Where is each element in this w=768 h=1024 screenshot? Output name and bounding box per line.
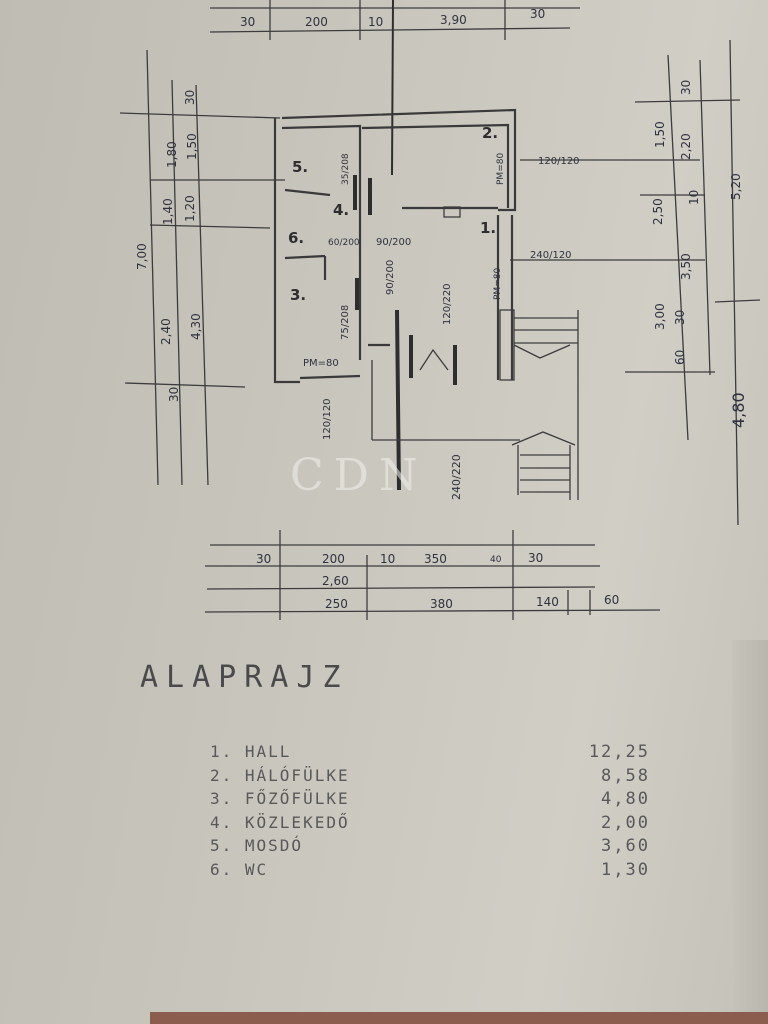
dimension-label: 30	[679, 80, 693, 95]
dimension-label: 350	[424, 552, 447, 566]
room-area: 3,60	[601, 836, 650, 856]
dimension-label: 3,50	[679, 253, 693, 280]
dimension-label: 1,80	[165, 141, 179, 168]
room-number: 4.	[333, 201, 349, 219]
dimension-label: 5,20	[729, 173, 743, 200]
dimension-label: 30	[183, 90, 197, 105]
dimension-label: 10	[368, 15, 383, 29]
dimension-label: 2,40	[159, 318, 173, 345]
plan-title: ALAPRAJZ	[140, 660, 349, 695]
room-name: 4. KÖZLEKEDŐ	[210, 812, 350, 832]
dimension-label: 7,00	[135, 243, 149, 270]
dimension-label: 30	[256, 552, 271, 566]
dimension-label: 380	[430, 597, 453, 611]
room-number: 2.	[482, 124, 498, 142]
terrace-stairs	[511, 310, 579, 500]
dimension-label: 2,20	[679, 133, 693, 160]
room-legend: 1. HALL 12,25 2. HÁLÓFÜLKE 8,58 3. FŐZŐFÜL…	[210, 742, 650, 883]
dimension-label: 60	[673, 350, 687, 365]
dimension-label: 10	[687, 190, 701, 205]
watermark-logo: CDN	[290, 450, 428, 501]
room-number: 1.	[480, 219, 496, 237]
legend-row: 6. WC 1,30	[210, 860, 650, 884]
dimension-label: 200	[322, 552, 345, 566]
dimension-label: 10	[380, 552, 395, 566]
room-area: 2,00	[601, 812, 650, 833]
opening-label: 60/200	[328, 238, 360, 248]
room-number: 5.	[292, 158, 308, 176]
dimension-label: 40	[490, 555, 502, 565]
opening-label: 120/120	[538, 156, 580, 167]
dimension-label: 3,00	[653, 303, 667, 330]
opening-label: 240/220	[450, 454, 463, 500]
dimension-label: 200	[305, 15, 328, 29]
legend-row: 5. MOSDÓ 3,60	[210, 836, 650, 860]
dimension-label: 140	[536, 595, 559, 609]
opening-label: 75/208	[340, 305, 351, 340]
dimension-label: 1,20	[183, 195, 197, 222]
dimension-label: 3,90	[440, 13, 467, 27]
opening-label: 35/208	[341, 153, 351, 185]
opening-label: 90/200	[385, 260, 396, 295]
opening-labels: 120/120 240/120 90/200 60/200 90/200 120…	[303, 153, 580, 500]
opening-label: PM=80	[303, 358, 339, 369]
room-number: 3.	[290, 286, 306, 304]
walls	[273, 108, 520, 491]
dimension-label: 250	[325, 597, 348, 611]
legend-row: 1. HALL 12,25	[210, 742, 650, 766]
opening-label: 240/120	[530, 250, 572, 261]
paper-edge	[732, 640, 768, 1020]
dimension-label: 30	[240, 15, 255, 29]
dimension-label: 30	[530, 7, 545, 21]
dimension-label: 1,40	[161, 198, 175, 225]
opening-label: 120/120	[322, 398, 333, 440]
dimension-label: 1,50	[653, 121, 667, 148]
bottom-edge-strip	[150, 1012, 768, 1024]
legend-row: 3. FŐZŐFÜLKE 4,80	[210, 789, 650, 813]
dimension-label: 4,80	[729, 392, 748, 428]
room-name: 6. WC	[210, 859, 269, 879]
dimension-label: 4,30	[189, 313, 203, 340]
dimension-label: 1,50	[185, 133, 199, 160]
opening-label: 120/220	[442, 283, 453, 325]
room-area: 1,30	[601, 859, 650, 880]
top-dimensions: 30 200 10 3,90 30	[240, 7, 545, 29]
opening-label: PM=80	[493, 268, 503, 300]
right-dimension-lines	[510, 39, 761, 526]
bottom-dimensions: 30 200 10 350 40 30 2,60 250 380 140 60	[256, 551, 619, 611]
room-numbers: 1. 2. 3. 4. 5. 6.	[288, 124, 498, 304]
room-area: 12,25	[588, 742, 650, 762]
legend-row: 2. HÁLÓFÜLKE 8,58	[210, 766, 650, 790]
left-dimension-lines	[119, 49, 285, 486]
top-dimension-lines	[209, 0, 580, 176]
room-area: 8,58	[601, 765, 650, 786]
room-name: 5. MOSDÓ	[210, 836, 304, 855]
dimension-label: 30	[167, 387, 181, 402]
room-name: 2. HÁLÓFÜLKE	[210, 765, 350, 785]
dimension-label: 2,50	[651, 198, 665, 225]
dimension-label: 60	[604, 593, 619, 607]
right-dimensions: 30 1,50 2,20 5,20 2,50 10 3,50 3,00 30 6…	[651, 80, 748, 428]
room-name: 1. HALL	[210, 742, 292, 761]
legend-row: 4. KÖZLEKEDŐ 2,00	[210, 813, 650, 837]
dimension-label: 2,60	[322, 574, 349, 588]
room-name: 3. FŐZŐFÜLKE	[210, 789, 350, 808]
dimension-label: 30	[528, 551, 543, 565]
dimension-label: 30	[673, 310, 687, 325]
room-number: 6.	[288, 229, 304, 247]
opening-label: 90/200	[376, 237, 411, 248]
left-dimensions: 7,00 30 1,80 1,40 2,40 30 1,50 1,20 4,30	[135, 90, 203, 402]
opening-label: PM=80	[496, 153, 506, 185]
bottom-dimension-lines	[204, 530, 661, 620]
room-area: 4,80	[601, 789, 650, 809]
